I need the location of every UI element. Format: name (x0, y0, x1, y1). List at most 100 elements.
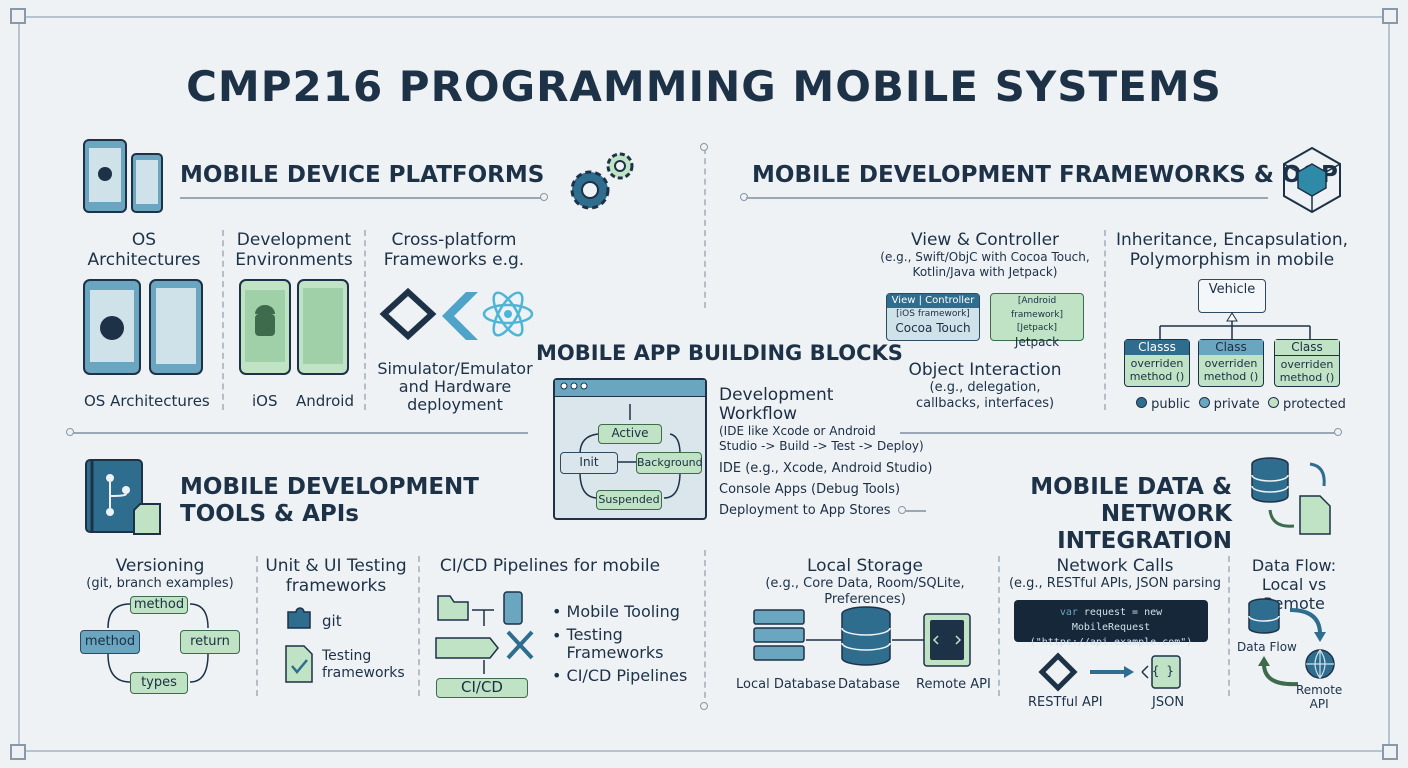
column-divider (1228, 556, 1230, 696)
inheritance-lines (1159, 312, 1311, 340)
code-text: request = new MobileRequest (1071, 607, 1163, 633)
frame-corner (1382, 744, 1398, 760)
divider-dot (898, 506, 906, 514)
android-label: Android (296, 392, 354, 410)
jetpack-subheader: [Jetpack] (1016, 323, 1058, 333)
heading-underline (746, 197, 1268, 199)
testing-title: Unit & UI Testing frameworks (265, 556, 407, 596)
repository-icon (85, 459, 161, 535)
local-storage-subtitle: (e.g., Core Data, Room/SQLite, Preferenc… (765, 576, 965, 607)
window-dots (560, 382, 588, 390)
class-box: Class overriden method () (1274, 339, 1340, 387)
class-method: overriden method () (1129, 357, 1185, 383)
workflow-list: IDE (e.g., Xcode, Android Studio) Consol… (719, 458, 932, 521)
legend-label: protected (1283, 397, 1346, 412)
pipeline-diagram (435, 591, 534, 674)
code-keyword: var (1059, 607, 1078, 618)
view-controller-title: View & Controller (910, 230, 1060, 250)
workflow-subtitle: (IDE like Xcode or Android Studio -> Bui… (719, 424, 924, 453)
api-flow-diagram (1038, 652, 1181, 692)
divider-dot (1334, 428, 1342, 436)
network-calls-title: Network Calls (1056, 556, 1174, 576)
column-divider (256, 556, 258, 696)
class-method: overriden method () (1279, 358, 1335, 384)
frame-corner (10, 8, 26, 24)
class-box: Classs overriden method () (1124, 339, 1190, 387)
object-interaction-title: Object Interaction (908, 360, 1062, 380)
gears-icon (570, 152, 634, 210)
code-text: ("https://api.example.com") (1029, 637, 1193, 648)
ios-devices-icon (83, 279, 203, 375)
legend-swatch (1136, 397, 1147, 408)
divider-dot (540, 193, 548, 201)
bullet-list: • Mobile Tooling • Testing Frameworks • … (552, 602, 688, 685)
section-heading-data: MOBILE DATA & NETWORK INTEGRATION (1030, 474, 1232, 554)
versioning-subtitle: (git, branch examples) (86, 576, 234, 591)
state-suspended: Suspended (596, 490, 662, 510)
os-architectures-title: OS Architectures (87, 230, 201, 270)
cicd-label: CI/CD (436, 678, 528, 698)
cross-platform-title: Cross-platform Frameworks e.g. (383, 230, 525, 270)
window-titlebar (555, 380, 705, 397)
column-divider (222, 230, 224, 410)
remote-api-label: Remote API (916, 677, 991, 692)
column-divider (1104, 230, 1106, 410)
class-method: overriden method () (1203, 357, 1259, 383)
frame-corner (10, 744, 26, 760)
heading-underline (180, 197, 546, 199)
restful-api-label: RESTful API (1028, 695, 1103, 710)
remote-api-flow-label: Remote API (1296, 683, 1343, 711)
legend-swatch (1198, 397, 1210, 408)
object-interaction-subtitle: (e.g., delegation, callbacks, interfaces… (915, 380, 1055, 411)
column-divider (364, 230, 366, 410)
data-flow-diagram (1248, 598, 1335, 687)
legend-label: private (1213, 397, 1260, 412)
simulator-caption: Simulator/Emulator and Hardware deployme… (377, 359, 533, 414)
divider-horizontal (900, 432, 1336, 434)
divider-vertical (704, 550, 706, 708)
framework-logos-icon (379, 287, 534, 341)
node-method: method (80, 630, 140, 654)
legend-label: public (1151, 397, 1191, 412)
local-storage-title: Local Storage (807, 556, 923, 576)
node-return: return (180, 630, 240, 654)
frame-corner (1382, 8, 1398, 24)
version-graph-arrows (107, 603, 209, 683)
cocoa-touch-header: View | Controller (887, 294, 979, 308)
state-active: Active (598, 424, 662, 444)
puzzle-icon (287, 607, 311, 629)
oop-title: Inheritance, Encapsulation, Polymorphism… (1115, 230, 1348, 270)
workflow-title: Development Workflow (719, 385, 834, 424)
node-types: types (130, 672, 188, 694)
node-method: method (130, 596, 188, 614)
cicd-title: CI/CD Pipelines for mobile (439, 556, 661, 576)
workflow-item: IDE (e.g., Xcode, Android Studio) (719, 461, 933, 476)
cocoa-touch-box: View | Controller [iOS framework] Cocoa … (886, 293, 980, 341)
network-calls-subtitle: (e.g., RESTful APIs, JSON parsing (1008, 576, 1222, 591)
bullet-item: Testing Frameworks (566, 625, 664, 662)
json-icon-text: { } (1152, 664, 1174, 678)
page-frame (18, 16, 1390, 752)
database-label: Database (838, 677, 901, 692)
code-snippet: var request = new MobileRequest ("https:… (1014, 600, 1208, 648)
page-title: CMP216 PROGRAMMING MOBILE SYSTEMS (186, 62, 1222, 111)
section-heading-building-blocks: MOBILE APP BUILDING BLOCKS (536, 341, 903, 365)
jetpack-box: [Android framework] [Jetpack] Jetpack (990, 293, 1084, 349)
git-label: git (322, 612, 342, 630)
cocoa-touch-label: Cocoa Touch (895, 321, 971, 335)
column-divider (418, 556, 420, 696)
ios-label: iOS (252, 392, 278, 410)
section-heading-frameworks: MOBILE DEVELOPMENT FRAMEWORKS & OOP (752, 162, 1338, 188)
local-database-label: Local Database (736, 677, 836, 692)
vehicle-class-box: Vehicle (1198, 279, 1266, 313)
jetpack-label: Jetpack (1014, 335, 1060, 349)
class-name: Class (1275, 340, 1339, 356)
workflow-item: Console Apps (Debug Tools) (719, 482, 901, 497)
divider-dot (700, 143, 708, 151)
jetpack-header: [Android framework] (1011, 296, 1063, 320)
divider-horizontal (72, 432, 528, 434)
test-document-icon (285, 645, 313, 683)
section-heading-tools: MOBILE DEVELOPMENT TOOLS & APIs (180, 474, 479, 527)
bullet-item: CI/CD Pipelines (566, 666, 688, 685)
column-divider (998, 556, 1000, 696)
